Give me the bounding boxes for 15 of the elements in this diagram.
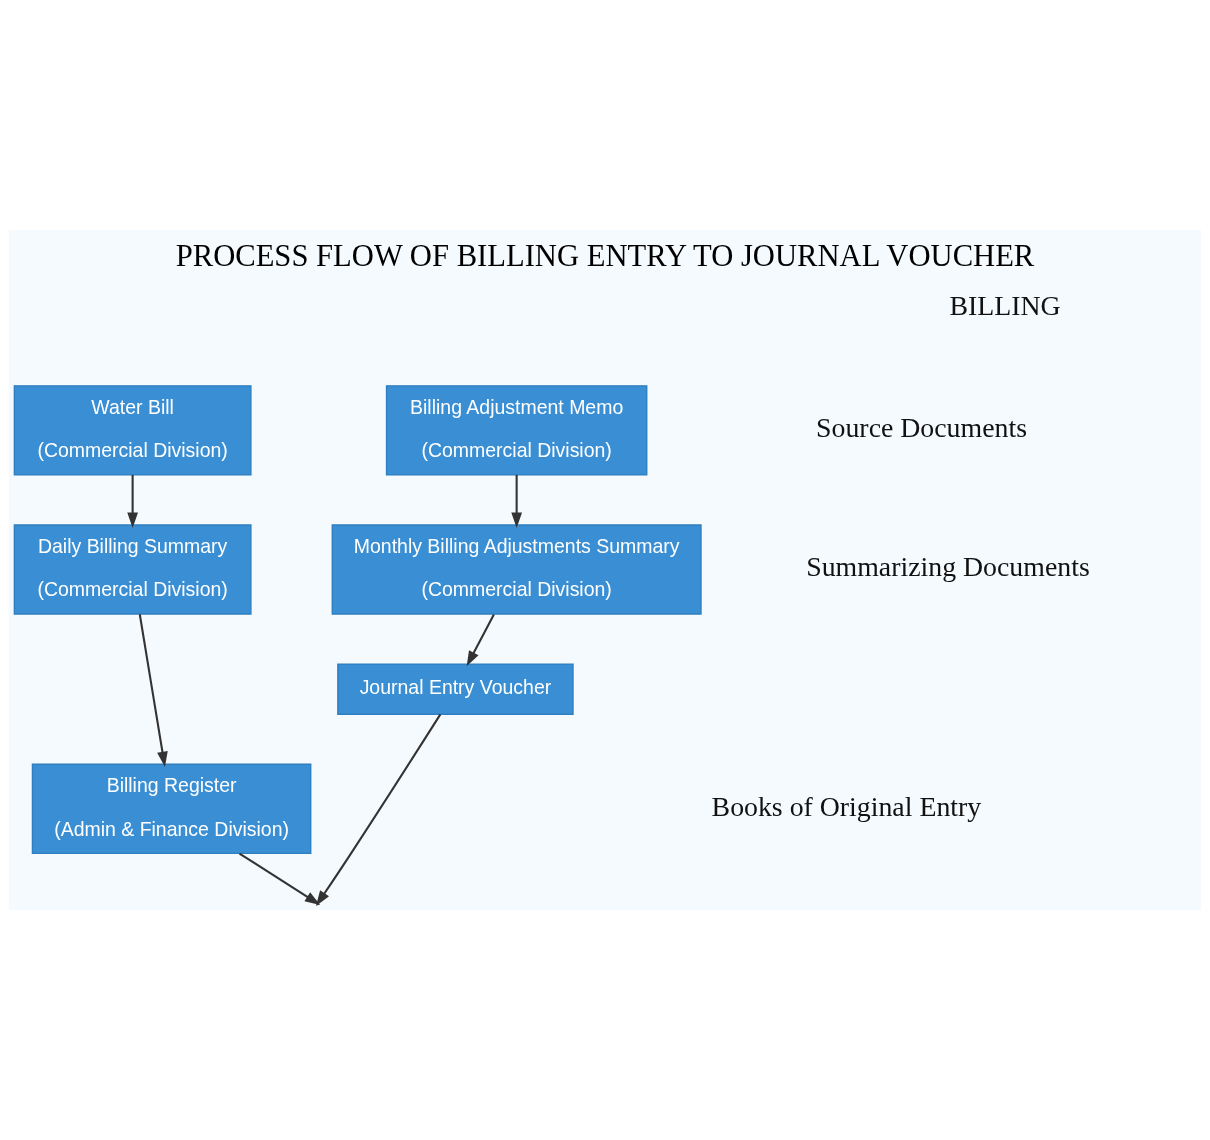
- node-box: Monthly Billing Adjustments Summary (Commercial Division): [331, 524, 702, 615]
- node-box: Journal Entry Voucher: [337, 663, 574, 715]
- node-box: Daily Billing Summary (Commercial Division): [13, 524, 252, 615]
- arrow: [466, 613, 495, 667]
- node-box: Billing Adjustment Memo (Commercial Division): [385, 385, 648, 476]
- node-box: Water Bill (Commercial Division): [13, 385, 252, 476]
- label: BILLING: [949, 289, 1061, 321]
- node-box: Billing Register (Admin & Finance Division): [31, 763, 312, 855]
- arrow: [511, 474, 522, 528]
- diagram-title: PROCESS FLOW OF BILLING ENTRY TO JOURNAL VOUCHER: [175, 238, 1035, 273]
- label: Source Documents: [816, 412, 1027, 444]
- label: Books of Original Entry: [711, 790, 982, 822]
- arrow: [127, 474, 138, 528]
- arrow: [138, 614, 168, 768]
- label: Summarizing Documents: [806, 551, 1090, 583]
